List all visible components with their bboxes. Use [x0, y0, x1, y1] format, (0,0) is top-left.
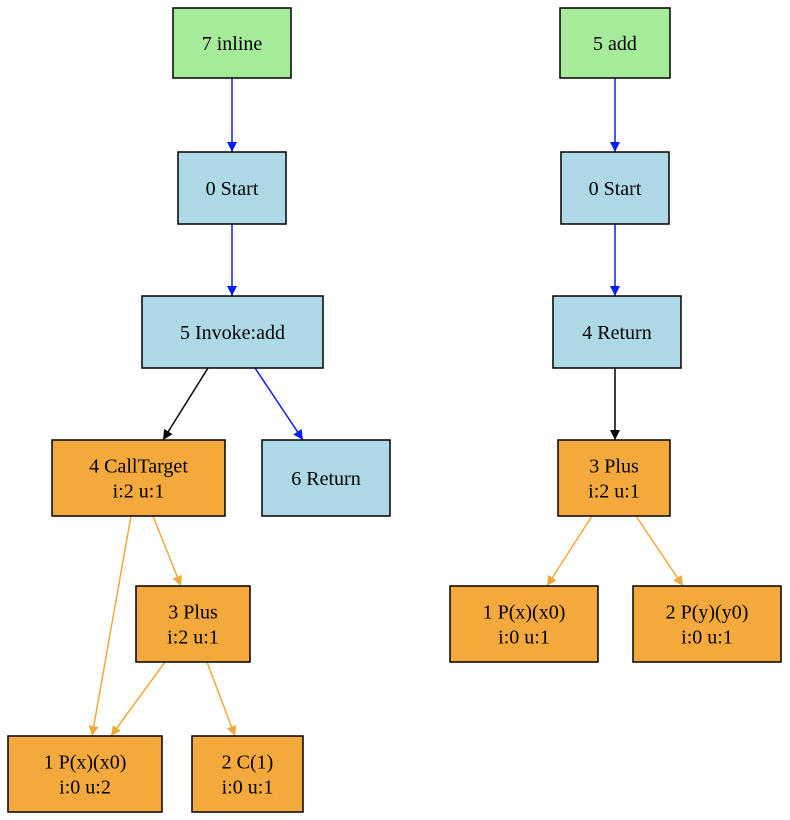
node-label: 0 Start — [206, 178, 259, 200]
edge-plus3a-px1a — [110, 661, 166, 737]
node-box — [632, 585, 782, 663]
edge-plus3b-py2 — [635, 515, 684, 587]
node-return6: 6 Return — [261, 439, 391, 517]
node-box — [172, 7, 292, 79]
edge-plus3b-px1b — [546, 515, 593, 587]
edge-invoke-calltarget — [162, 367, 209, 441]
node-label: i:0 u:1 — [222, 777, 274, 799]
node-box — [449, 585, 599, 663]
node-calltarget: 4 CallTarget i:2 u:1 — [51, 439, 226, 517]
node-return4: 4 Return — [552, 295, 682, 369]
node-box — [177, 151, 287, 225]
node-label: 3 Plus — [589, 456, 639, 478]
node-px1a: 1 P(x)(x0) i:0 u:2 — [7, 735, 163, 813]
node-label: 0 Start — [589, 178, 642, 200]
edge-plus3a-c1 — [206, 661, 237, 737]
node-invoke: 5 Invoke:add — [141, 295, 324, 369]
node-label: 3 Plus — [168, 602, 218, 624]
node-plus3b: 3 Plus i:2 u:1 — [557, 439, 671, 517]
node-label: 1 P(x)(x0) — [44, 752, 127, 774]
node-box — [261, 439, 391, 517]
node-label: 5 add — [593, 33, 637, 55]
edge-calltarget-plus3a — [152, 515, 182, 587]
node-label: 5 Invoke:add — [180, 322, 285, 344]
node-box — [557, 439, 671, 517]
node-box — [135, 585, 251, 663]
node-start1: 0 Start — [177, 151, 287, 225]
node-label: 7 inline — [202, 33, 263, 55]
node-label: i:2 u:1 — [113, 481, 165, 503]
node-plus3a: 3 Plus i:2 u:1 — [135, 585, 251, 663]
node-label: 4 Return — [582, 322, 651, 344]
edges-layer — [88, 78, 684, 737]
edge-invoke-return6 — [254, 367, 304, 441]
node-label: 1 P(x)(x0) — [483, 602, 566, 624]
node-box — [560, 151, 670, 225]
node-box — [191, 735, 304, 813]
edge-calltarget-px1a — [88, 515, 132, 737]
node-label: i:2 u:1 — [588, 481, 640, 503]
node-box — [7, 735, 163, 813]
node-c1: 2 C(1) i:0 u:1 — [191, 735, 304, 813]
node-label: i:0 u:1 — [498, 627, 550, 649]
node-label: i:0 u:2 — [59, 777, 111, 799]
node-label: i:0 u:1 — [681, 627, 733, 649]
node-inline: 7 inline — [172, 7, 292, 79]
node-start2: 0 Start — [560, 151, 670, 225]
node-box — [141, 295, 324, 369]
node-box — [51, 439, 226, 517]
node-px1b: 1 P(x)(x0) i:0 u:1 — [449, 585, 599, 663]
node-label: 4 CallTarget — [89, 456, 188, 478]
node-box — [552, 295, 682, 369]
node-add: 5 add — [559, 7, 671, 79]
node-label: 2 P(y)(y0) — [666, 602, 749, 624]
node-label: 2 C(1) — [222, 752, 274, 774]
node-label: i:2 u:1 — [167, 627, 219, 649]
node-box — [559, 7, 671, 79]
node-label: 6 Return — [291, 468, 360, 490]
nodes-layer: 7 inline 0 Start 5 Invoke:add 4 CallTarget i… — [7, 7, 782, 813]
node-py2: 2 P(y)(y0) i:0 u:1 — [632, 585, 782, 663]
